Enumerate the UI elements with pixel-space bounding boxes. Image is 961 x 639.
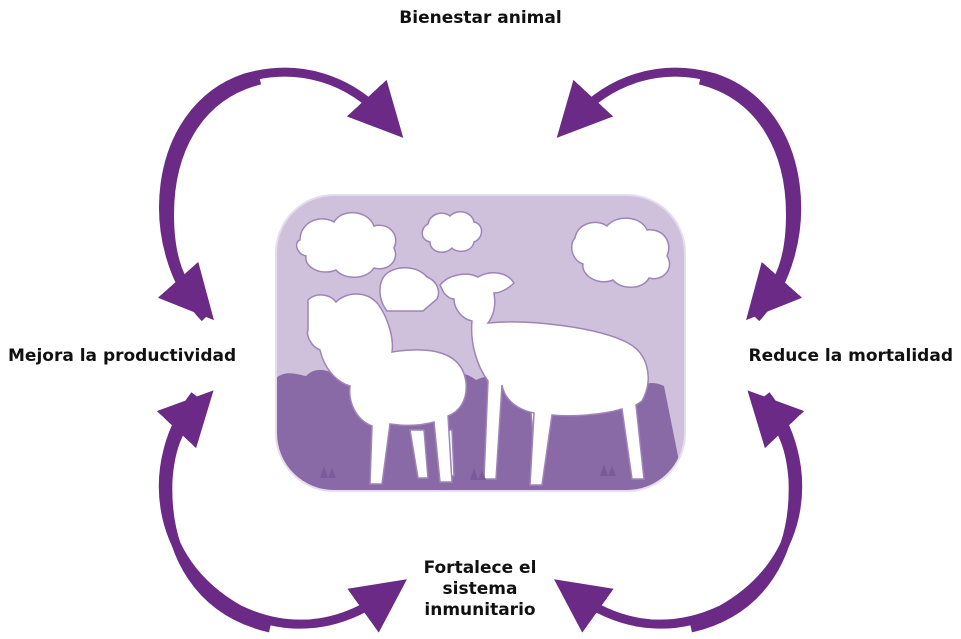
label-mejora-productividad: Mejora la productividad	[8, 346, 236, 367]
arrow-right-top-icon	[700, 80, 790, 300]
label-line: Fortalece el	[380, 558, 580, 579]
arrow-left-top-icon	[170, 80, 260, 300]
sheep-illustration	[276, 195, 685, 491]
label-fortalece-sistema: Fortalece el sistema inmunitario	[380, 558, 580, 621]
label-line: inmunitario	[380, 600, 580, 621]
label-line: sistema	[380, 579, 580, 600]
label-bienestar-animal: Bienestar animal	[0, 8, 961, 29]
label-reduce-mortalidad: Reduce la mortalidad	[749, 346, 953, 367]
